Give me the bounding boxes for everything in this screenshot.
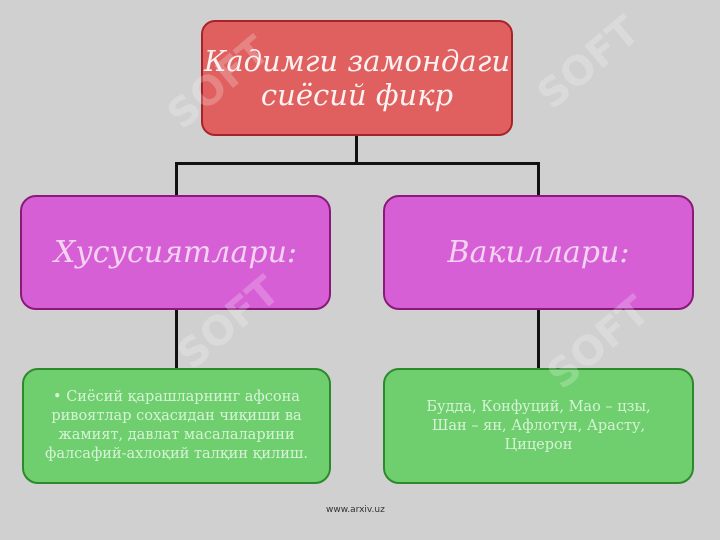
connector-right-down <box>537 162 540 196</box>
root-label: Кадимги замондаги сиёсий фикр <box>203 44 511 112</box>
connector-root-down <box>355 136 358 163</box>
connector-left-down <box>175 162 178 196</box>
representatives-node: Вакиллари: <box>383 195 694 310</box>
connector-left-bottom <box>175 310 178 369</box>
watermark-2: SOFT <box>528 7 649 119</box>
features-detail-node: • Сиёсий қарашларнинг афсона ривоятлар с… <box>22 368 331 484</box>
representatives-detail-text: Будда, Конфуций, Мао – цзы, Шан – ян, Аф… <box>426 398 651 453</box>
representatives-detail-node: Будда, Конфуций, Мао – цзы, Шан – ян, Аф… <box>383 368 694 484</box>
connector-right-bottom <box>537 310 540 369</box>
features-label: Хусусиятлари: <box>53 235 298 270</box>
representatives-label: Вакиллари: <box>447 235 630 270</box>
footer-url: www.arxiv.uz <box>326 505 385 515</box>
features-detail-text: • Сиёсий қарашларнинг афсона ривоятлар с… <box>44 389 309 462</box>
connector-horizontal <box>175 162 539 165</box>
root-node: Кадимги замондаги сиёсий фикр <box>201 20 513 136</box>
features-node: Хусусиятлари: <box>20 195 331 310</box>
